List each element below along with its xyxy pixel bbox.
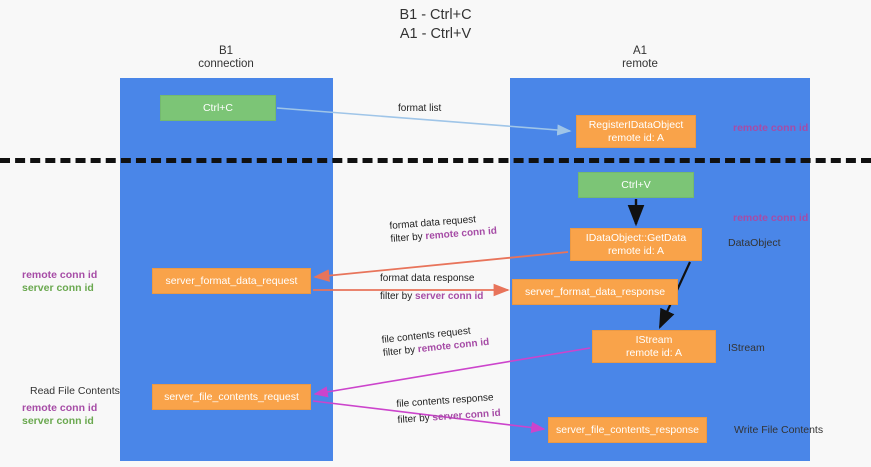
edge-label-format-data-response-filter: filter by server conn id bbox=[380, 290, 483, 303]
node-ctrl-v[interactable]: Ctrl+V bbox=[578, 172, 694, 198]
annotation-left-server-conn-id-bottom: server conn id bbox=[22, 415, 94, 427]
lane-header-b1-name: B1 bbox=[218, 45, 234, 57]
phase-divider bbox=[0, 158, 871, 163]
annotation-left-read-file-contents: Read File Contents bbox=[30, 385, 120, 397]
annotation-right-write-file-contents: Write File Contents bbox=[734, 424, 824, 436]
filter-key-server-conn-id: server conn id bbox=[415, 291, 484, 302]
title-line-1: B1 - Ctrl+C bbox=[399, 7, 472, 23]
node-istream[interactable]: IStream remote id: A bbox=[592, 330, 716, 363]
lane-header-b1: B1 connection bbox=[146, 45, 306, 71]
node-idataobject-getdata-line1: IDataObject::GetData bbox=[585, 232, 687, 244]
connector-file-contents-request bbox=[313, 347, 591, 398]
node-server-file-contents-response[interactable]: server_file_contents_response bbox=[548, 417, 707, 443]
annotation-left-conn-ids-bottom: remote conn id server conn id bbox=[22, 402, 97, 428]
node-register-idataobject-line1: RegisterIDataObject bbox=[588, 119, 684, 131]
connector-format-list bbox=[276, 107, 572, 136]
connector-format-data-request bbox=[313, 251, 569, 282]
lane-header-a1: A1 remote bbox=[560, 45, 720, 71]
node-ctrl-c[interactable]: Ctrl+C bbox=[160, 95, 276, 121]
filter-prefix: filter by bbox=[382, 344, 419, 359]
annotation-left-conn-ids-mid: remote conn id server conn id bbox=[22, 269, 97, 295]
node-server-file-contents-request[interactable]: server_file_contents_request bbox=[152, 384, 311, 410]
node-idataobject-getdata-line2: remote id: A bbox=[607, 244, 665, 257]
title-line-2: A1 - Ctrl+V bbox=[399, 26, 472, 42]
node-idataobject-getdata[interactable]: IDataObject::GetData remote id: A bbox=[570, 228, 702, 261]
edge-label-format-list-text: format list bbox=[398, 103, 442, 114]
node-istream-line1: IStream bbox=[635, 334, 673, 346]
lane-header-b1-role: connection bbox=[198, 58, 254, 70]
filter-prefix: filter by bbox=[397, 412, 433, 426]
annotation-right-remote-conn-id-mid: remote conn id bbox=[733, 212, 809, 224]
edge-label-format-data-response-text: format data response bbox=[380, 273, 475, 284]
edge-label-format-data-response: format data response filter by server co… bbox=[380, 272, 483, 303]
filter-prefix: filter by bbox=[390, 231, 426, 245]
diagram-title: B1 - Ctrl+C A1 - Ctrl+V bbox=[0, 6, 871, 44]
node-server-format-data-request[interactable]: server_format_data_request bbox=[152, 268, 311, 294]
node-server-format-data-response-label: server_format_data_response bbox=[524, 285, 666, 298]
edge-label-format-list: format list bbox=[398, 102, 441, 115]
node-register-idataobject-line2: remote id: A bbox=[607, 131, 665, 144]
annotation-left-remote-conn-id-bottom: remote conn id bbox=[22, 402, 98, 414]
node-server-format-data-request-label: server_format_data_request bbox=[165, 274, 298, 287]
annotation-left-remote-conn-id-mid: remote conn id bbox=[22, 269, 98, 281]
connector-file-contents-response bbox=[312, 400, 546, 434]
node-server-format-data-response[interactable]: server_format_data_response bbox=[512, 279, 678, 305]
annotation-right-remote-conn-id-top: remote conn id bbox=[733, 122, 809, 134]
node-server-file-contents-request-label: server_file_contents_request bbox=[164, 390, 299, 403]
annotation-right-istream: IStream bbox=[728, 342, 765, 354]
annotation-left-server-conn-id-mid: server conn id bbox=[22, 282, 94, 294]
node-register-idataobject[interactable]: RegisterIDataObject remote id: A bbox=[576, 115, 696, 148]
lane-header-a1-name: A1 bbox=[632, 45, 648, 57]
filter-prefix: filter by bbox=[380, 291, 416, 302]
annotation-right-dataobject: DataObject bbox=[728, 237, 781, 249]
node-server-file-contents-response-label: server_file_contents_response bbox=[555, 423, 699, 436]
node-ctrl-c-label: Ctrl+C bbox=[202, 101, 234, 114]
node-ctrl-v-label: Ctrl+V bbox=[621, 178, 651, 191]
lane-header-a1-role: remote bbox=[622, 58, 658, 70]
node-istream-line2: remote id: A bbox=[625, 346, 683, 359]
